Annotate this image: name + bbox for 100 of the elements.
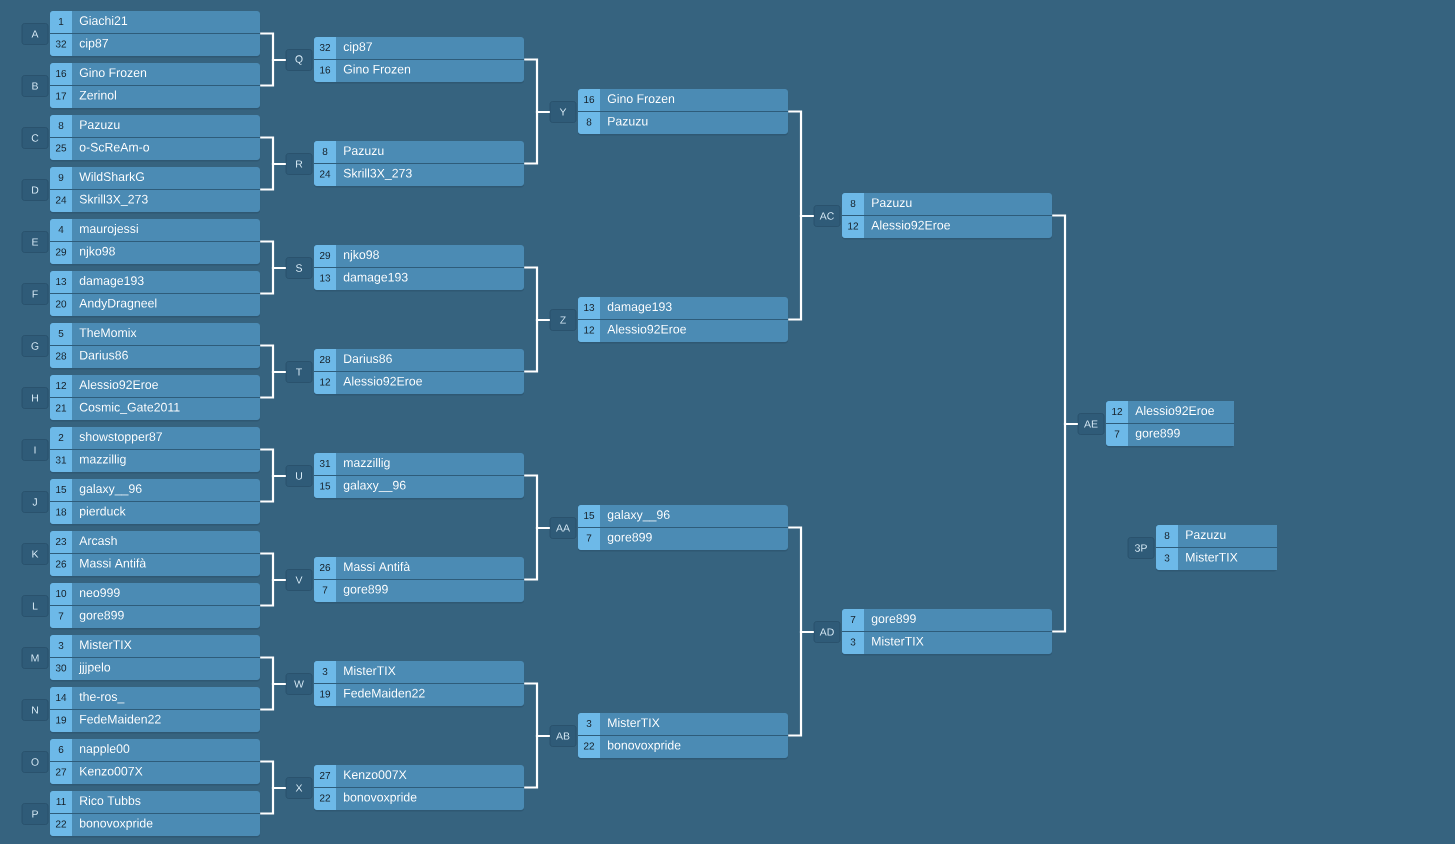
seed-number: 8 xyxy=(314,141,336,164)
match-tag: 3P xyxy=(1127,537,1155,559)
seed-number: 1 xyxy=(50,11,72,34)
player-name: jjjpelo xyxy=(78,662,111,674)
player-name: Alessio92Eroe xyxy=(871,220,950,230)
player-name: Arcash xyxy=(79,536,117,546)
match-tag: Q xyxy=(285,49,313,71)
seed-number: 11 xyxy=(50,791,72,814)
match-tag: O xyxy=(21,751,49,773)
player-name: Darius86 xyxy=(344,354,392,363)
match-tag: Z xyxy=(549,309,577,331)
seed-number: 32 xyxy=(50,33,72,56)
player-name: Darius86 xyxy=(80,350,128,360)
player-name: Massi Antifà xyxy=(344,561,411,572)
seed-number: 12 xyxy=(50,375,72,398)
player-name: Giachi21 xyxy=(79,16,128,25)
match-tag: M xyxy=(21,647,49,669)
seed-number: 22 xyxy=(314,787,336,810)
seed-number: 23 xyxy=(50,531,72,554)
player-name: Gino Frozen xyxy=(607,94,675,103)
seed-number: 26 xyxy=(314,557,336,580)
connector-line xyxy=(260,474,286,503)
player-name: Kenzo007X xyxy=(344,770,407,780)
seed-number: 13 xyxy=(314,267,336,290)
seed-number: 4 xyxy=(50,219,72,242)
seed-number: 18 xyxy=(50,501,72,524)
player-name: galaxy__96 xyxy=(607,510,670,522)
player-name: showstopper87 xyxy=(79,432,162,444)
seed-number: 8 xyxy=(578,111,600,134)
player-name: Zerinol xyxy=(79,90,116,100)
player-name: gore899 xyxy=(871,614,916,626)
match-tag: N xyxy=(21,699,49,721)
seed-number: 19 xyxy=(50,709,72,732)
seed-number: 3 xyxy=(842,631,864,654)
connector-line xyxy=(260,58,286,87)
player-name: Pazuzu xyxy=(608,116,648,126)
seed-number: 12 xyxy=(314,371,336,394)
match-tag: AE xyxy=(1077,413,1105,435)
seed-number: 15 xyxy=(50,479,72,502)
seed-number: 28 xyxy=(50,345,72,368)
match-tag: AD xyxy=(813,621,841,643)
seed-number: 7 xyxy=(314,579,336,602)
connector-line xyxy=(524,318,550,373)
seed-number: 3 xyxy=(1156,547,1178,570)
match-tag: AA xyxy=(549,517,577,539)
seed-number: 31 xyxy=(314,453,336,476)
seed-number: 7 xyxy=(842,609,864,632)
match-tag: I xyxy=(21,439,49,461)
connector-line xyxy=(260,786,286,815)
match-tag: T xyxy=(285,361,313,383)
match-tag: D xyxy=(21,179,49,201)
player-name: njko98 xyxy=(344,250,379,262)
seed-number: 24 xyxy=(314,163,336,186)
seed-number: 15 xyxy=(578,505,600,528)
match-tag: F xyxy=(21,283,49,305)
seed-number: 24 xyxy=(50,189,72,212)
player-name: Pazuzu xyxy=(1186,530,1226,539)
seed-number: 27 xyxy=(50,761,72,784)
player-name: TheMomix xyxy=(79,328,137,337)
connector-line xyxy=(260,578,286,607)
player-name: Pazuzu xyxy=(344,146,384,155)
seed-number: 16 xyxy=(314,59,336,82)
seed-number: 3 xyxy=(50,635,72,658)
player-name: MisterTIX xyxy=(608,718,660,728)
player-name: gore899 xyxy=(1135,428,1180,440)
seed-number: 12 xyxy=(1106,401,1128,424)
player-name: Alessio92Eroe xyxy=(343,376,422,386)
seed-number: 31 xyxy=(50,449,72,472)
seed-number: 9 xyxy=(50,167,72,190)
player-name: Skrill3X_273 xyxy=(343,168,412,180)
player-name: galaxy__96 xyxy=(79,484,142,496)
player-name: gore899 xyxy=(607,532,652,544)
seed-number: 20 xyxy=(50,293,72,316)
player-name: pierduck xyxy=(80,506,126,518)
seed-number: 3 xyxy=(314,661,336,684)
player-name: FedeMaiden22 xyxy=(344,688,425,698)
connector-line xyxy=(524,734,550,789)
seed-number: 12 xyxy=(842,215,864,238)
player-name: FedeMaiden22 xyxy=(80,714,161,724)
match-tag: AC xyxy=(813,205,841,227)
player-name: Gino Frozen xyxy=(343,64,411,74)
player-name: MisterTIX xyxy=(1186,552,1238,562)
seed-number: 10 xyxy=(50,583,72,606)
seed-number: 26 xyxy=(50,553,72,576)
seed-number: 6 xyxy=(50,739,72,762)
player-name: Kenzo007X xyxy=(80,766,143,776)
match-tag: G xyxy=(21,335,49,357)
seed-number: 19 xyxy=(314,683,336,706)
match-tag: X xyxy=(285,777,313,799)
player-name: cip87 xyxy=(343,42,372,54)
match-tag: E xyxy=(21,231,49,253)
player-name: Pazuzu xyxy=(872,198,912,207)
seed-number: 8 xyxy=(842,193,864,216)
player-name: neo999 xyxy=(80,588,120,598)
player-name: MisterTIX xyxy=(344,666,396,676)
seed-number: 16 xyxy=(578,89,600,112)
seed-number: 8 xyxy=(50,115,72,138)
match-tag: J xyxy=(21,491,49,513)
player-name: gore899 xyxy=(79,610,124,622)
player-name: damage193 xyxy=(343,272,408,284)
